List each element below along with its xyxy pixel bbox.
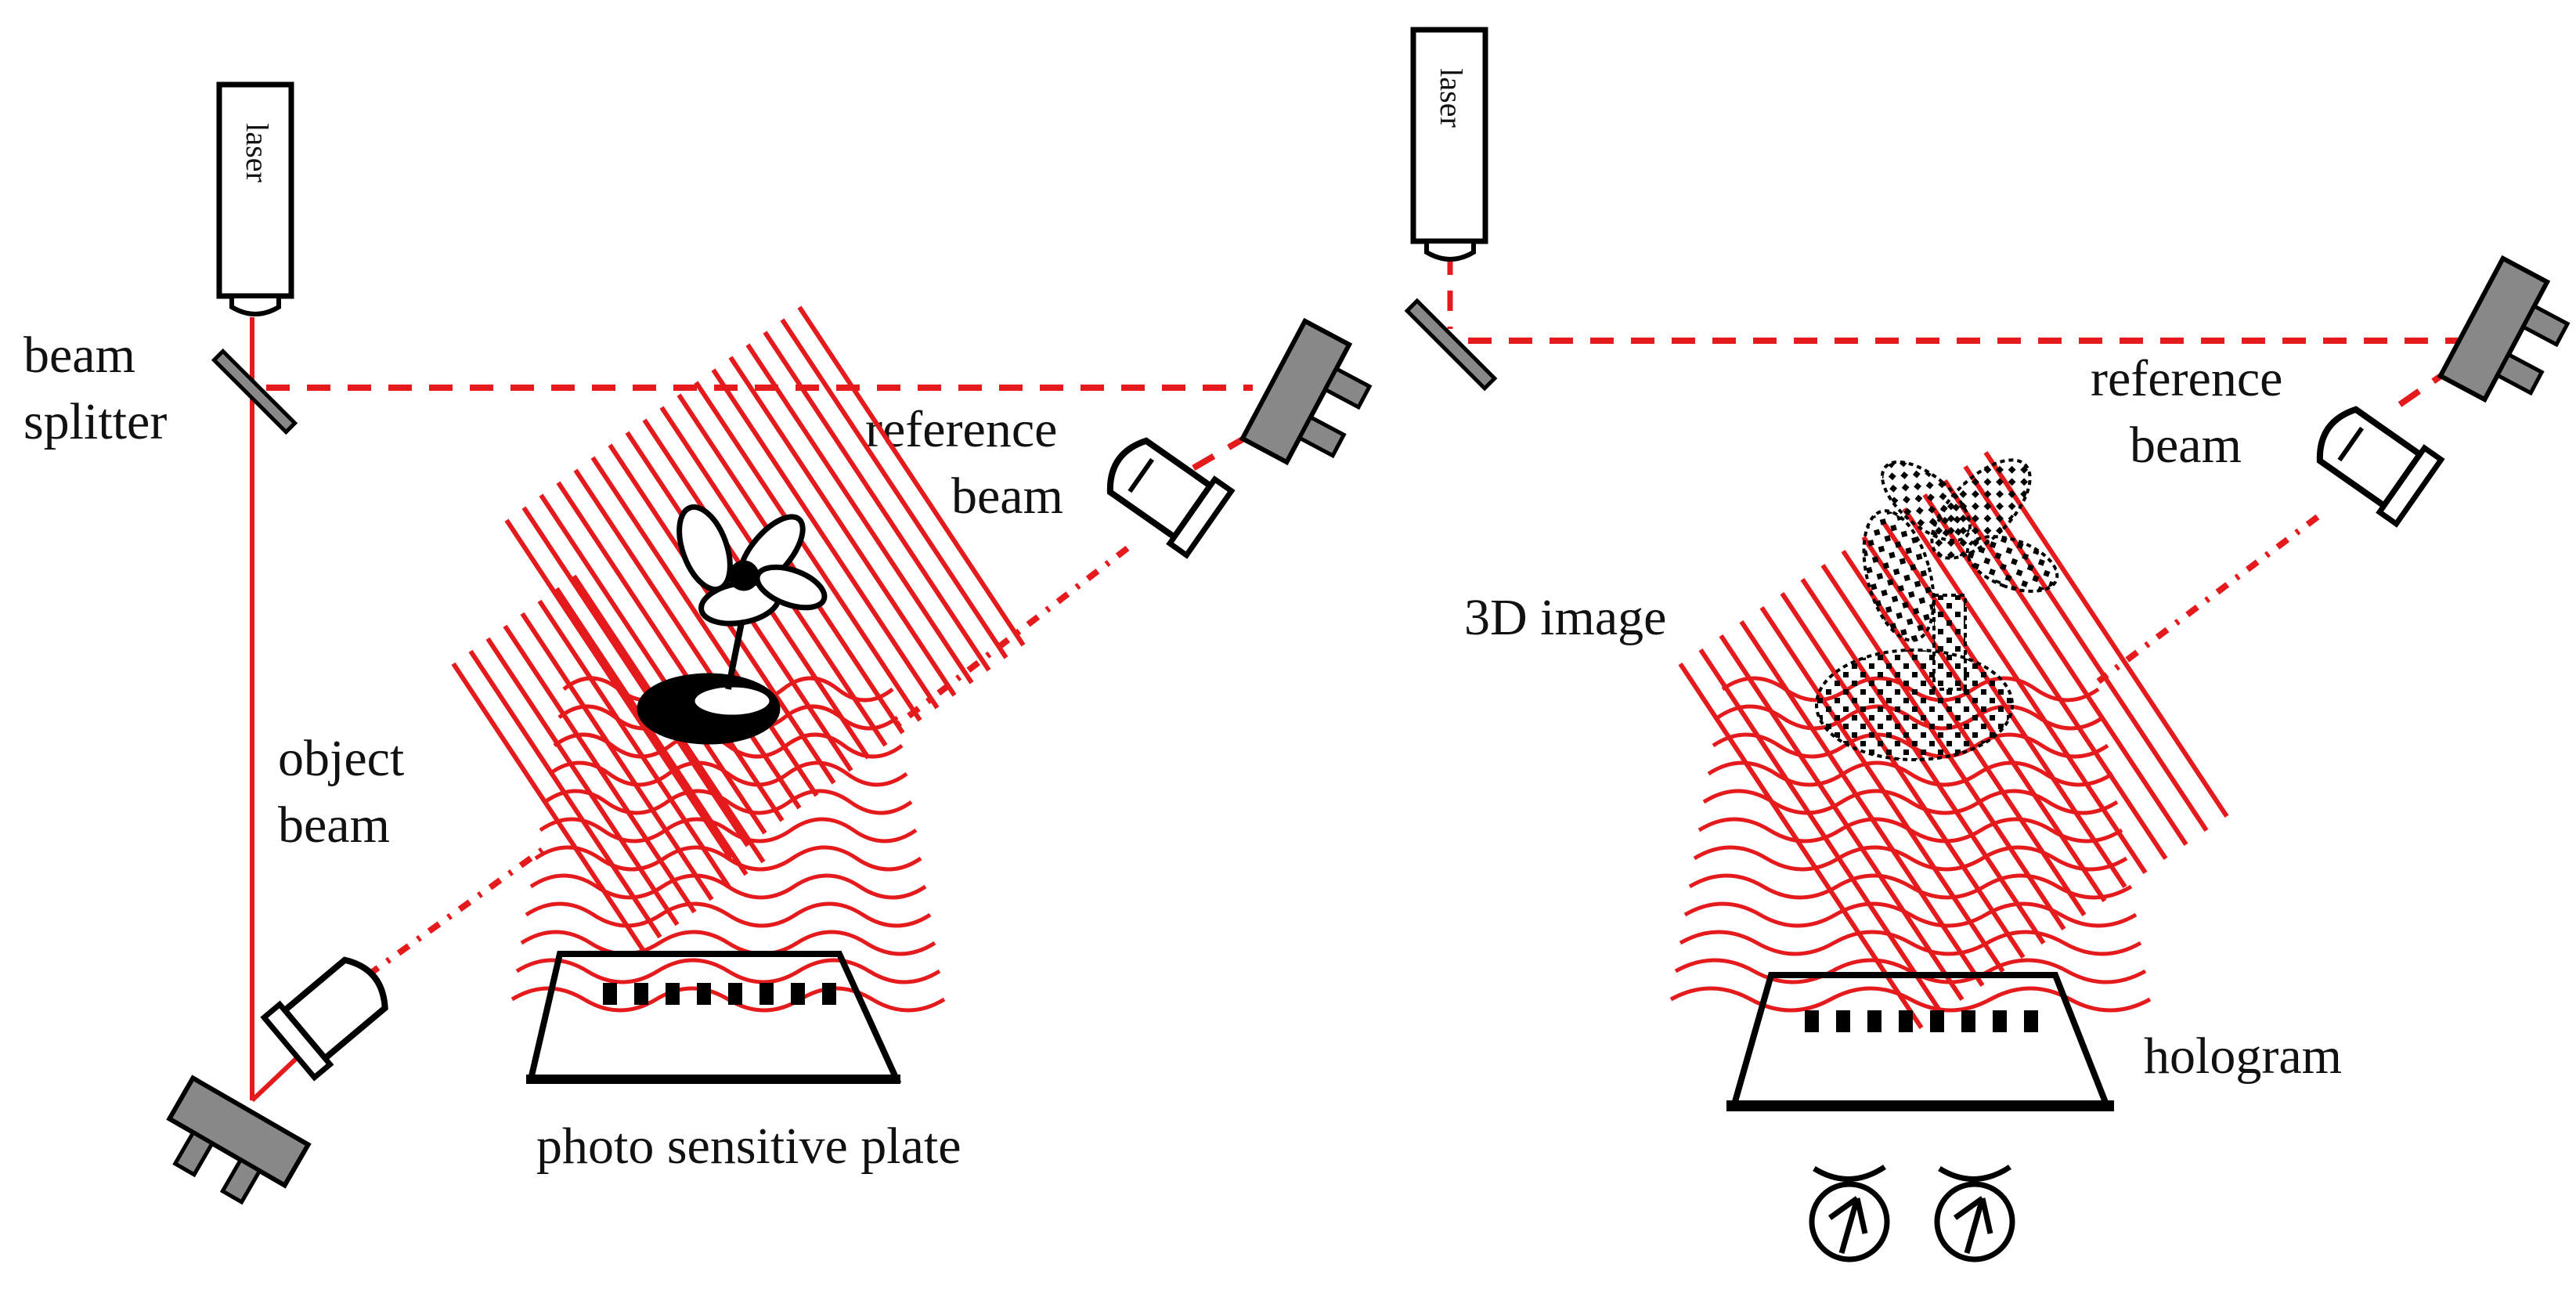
wavefront-line xyxy=(554,587,749,876)
photo-plate-label: photo sensitive plate xyxy=(536,1118,961,1175)
reference-beam-dotted xyxy=(2096,514,2320,685)
eye-icon xyxy=(1809,1165,1890,1262)
wavefront-curve xyxy=(1688,873,2133,900)
laser-icon: laser xyxy=(216,81,294,316)
object-wavefronts xyxy=(1669,676,2152,1013)
plate-mark xyxy=(634,983,648,1005)
reference-beam-label-1: reference xyxy=(865,401,1057,458)
plate-mark xyxy=(2024,1010,2038,1032)
plate-mark xyxy=(1867,1010,1881,1032)
photo-plate-icon xyxy=(526,951,902,1084)
plate-mark xyxy=(1836,1010,1850,1032)
lens-icon xyxy=(260,956,388,1082)
reference-beam-label-1: reference xyxy=(2091,350,2282,407)
recording-setup: laser beam splitter reference beam objec… xyxy=(23,81,1373,1205)
wavefront-line xyxy=(1800,577,2046,945)
wavefront-line xyxy=(1678,662,1924,1030)
hologram-label: hologram xyxy=(2144,1028,2342,1085)
plate-mark xyxy=(728,983,742,1005)
beam-splitter-icon xyxy=(1404,298,1498,392)
wavefront-line xyxy=(1719,634,1964,1002)
wavefront-curve xyxy=(1683,901,2138,928)
wavefront-curve xyxy=(1697,817,2123,843)
wavefront-line xyxy=(745,343,974,685)
mirror-icon xyxy=(2437,255,2571,403)
object-beam-label-1: object xyxy=(278,730,404,787)
plate-mark xyxy=(1961,1010,1975,1032)
wavefront-curve xyxy=(515,958,941,984)
wavefront-curve xyxy=(1702,789,2119,815)
wavefront-line xyxy=(590,456,819,797)
wavefront-line xyxy=(1902,507,2148,875)
reference-beam-label-2: beam xyxy=(2130,417,2242,474)
wavefront-line xyxy=(556,481,785,822)
wavefront-line xyxy=(694,381,922,722)
wavefront-line xyxy=(451,662,645,952)
mirror-icon xyxy=(1239,317,1373,466)
wavefront-curve xyxy=(543,789,913,815)
reference-beam-label-2: beam xyxy=(951,468,1063,525)
wavefront-line xyxy=(537,599,731,889)
fan-object-icon xyxy=(637,504,828,745)
wavefront-curve xyxy=(553,732,904,759)
wavefront-line xyxy=(780,318,1008,659)
wavefront-line xyxy=(520,612,714,901)
wavefront-line xyxy=(728,356,957,697)
wavefront-curve xyxy=(534,845,922,872)
wavefront-line xyxy=(1983,450,2229,818)
wavefront-line xyxy=(485,637,680,927)
mirror-icon xyxy=(166,1075,312,1205)
plate-mark xyxy=(1930,1010,1944,1032)
plate-mark xyxy=(697,983,711,1005)
wavefront-curve xyxy=(525,901,932,928)
mirror-to-lens-beam xyxy=(250,1055,300,1103)
laser-label: laser xyxy=(240,123,275,182)
photo-plate-icon xyxy=(1726,972,2114,1111)
eye-icon xyxy=(1934,1165,2015,1262)
wavefront-curve xyxy=(529,873,927,900)
3d-image-icon xyxy=(1815,458,2059,761)
wavefront-curve xyxy=(1693,845,2128,872)
laser-icon: laser xyxy=(1410,27,1488,262)
plate-mark xyxy=(822,983,836,1005)
plate-mark xyxy=(603,983,617,1005)
3d-image-label: 3D image xyxy=(1464,589,1666,646)
beam-splitter-icon xyxy=(211,348,298,435)
wavefront-curve xyxy=(1674,958,2147,984)
wavefront-line xyxy=(797,305,1026,647)
beam-splitter-label-2: splitter xyxy=(23,393,167,450)
wavefront-line xyxy=(539,493,767,835)
plate-mark xyxy=(759,983,774,1005)
laser-label: laser xyxy=(1434,68,1469,128)
wavefront-curve xyxy=(548,760,908,787)
reference-wavefronts xyxy=(451,305,1026,952)
wavefront-line xyxy=(763,331,991,672)
plate-mark xyxy=(1899,1010,1913,1032)
wavefront-curve xyxy=(1707,760,2114,787)
object-beam-label-2: beam xyxy=(278,796,390,854)
lens-icon xyxy=(1106,437,1236,559)
plate-mark xyxy=(666,983,680,1005)
wavefront-curve xyxy=(539,817,918,843)
reference-beam-dotted xyxy=(890,545,1130,731)
wavefront-line xyxy=(1780,591,2026,959)
wavefront-curve xyxy=(1669,986,2152,1013)
wavefront-line xyxy=(1698,648,1944,1016)
plate-mark xyxy=(1993,1010,2007,1032)
plate-mark xyxy=(1805,1010,1819,1032)
wavefront-line xyxy=(573,468,802,810)
wavefront-curve xyxy=(520,930,936,956)
lens-icon xyxy=(2316,406,2445,528)
wavefront-curve xyxy=(1679,930,2142,956)
beam-splitter-label-1: beam xyxy=(23,327,135,384)
wavefront-line xyxy=(711,368,940,710)
reconstruction-setup: laser reference beam 3D image xyxy=(1404,27,2571,1262)
wavefront-line xyxy=(521,506,750,847)
plate-mark xyxy=(791,983,805,1005)
wavefront-line xyxy=(676,393,905,735)
object-beam-dotted xyxy=(366,843,550,978)
